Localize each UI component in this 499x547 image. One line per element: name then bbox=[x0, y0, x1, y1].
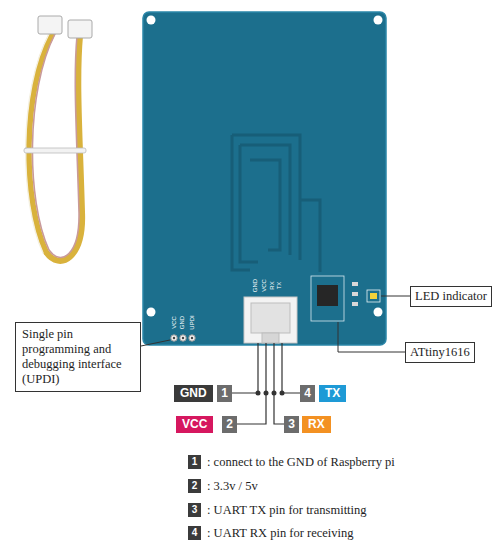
box-text: RX bbox=[308, 416, 325, 433]
pin-description: : UART TX pin for transmitting bbox=[207, 503, 367, 518]
pin-description: : 3.3v / 5v bbox=[207, 479, 258, 494]
led bbox=[367, 290, 380, 302]
pcb bbox=[143, 12, 386, 345]
plug bbox=[38, 16, 62, 34]
silkscreen-text: UPDI bbox=[189, 315, 196, 329]
leader-line bbox=[141, 340, 170, 346]
box-text: 2 bbox=[226, 416, 233, 433]
box-text: 3 bbox=[288, 416, 295, 433]
cable-plugs bbox=[38, 16, 92, 38]
box-text: 4 bbox=[304, 385, 311, 402]
pin-description: : connect to the GND of Raspberry pi bbox=[207, 455, 395, 470]
silkscreen-text: GND bbox=[180, 315, 187, 328]
grove-cable bbox=[24, 34, 86, 261]
attiny-chip bbox=[311, 276, 358, 321]
smd-part bbox=[352, 282, 358, 286]
connector-socket bbox=[251, 303, 290, 333]
leader-lines bbox=[141, 296, 410, 352]
list-number: 2 bbox=[188, 479, 201, 493]
pin-number: 3 bbox=[284, 416, 299, 433]
box-text: 1 bbox=[190, 455, 199, 469]
trace bbox=[300, 200, 320, 272]
box-text: ATtiny1616 bbox=[410, 345, 470, 360]
pad bbox=[171, 335, 177, 341]
box-text: 2 bbox=[190, 479, 199, 493]
cable-strand bbox=[29, 34, 82, 261]
box-text: GND bbox=[180, 385, 207, 402]
chip-body bbox=[317, 285, 338, 306]
hole bbox=[374, 16, 383, 25]
wire bbox=[282, 343, 300, 393]
updi-pads bbox=[171, 335, 195, 341]
pin-number: 1 bbox=[217, 385, 232, 402]
pin-number: 4 bbox=[300, 385, 315, 402]
wire bbox=[237, 343, 266, 424]
pin-name: GND bbox=[174, 385, 213, 402]
pad-hole bbox=[173, 337, 175, 339]
box-text: VCC bbox=[182, 416, 207, 433]
grove-connector bbox=[244, 297, 297, 343]
box-text: LED indicator bbox=[415, 289, 487, 304]
pin-number: 2 bbox=[222, 416, 237, 433]
pad bbox=[180, 335, 186, 341]
mount-holes bbox=[147, 16, 383, 317]
cable-strand bbox=[32, 34, 79, 257]
box-text: Single pin programming and debugging int… bbox=[22, 327, 134, 387]
antenna-traces bbox=[232, 135, 320, 272]
callout-box: Single pin programming and debugging int… bbox=[15, 322, 141, 392]
silkscreen-text: GND bbox=[253, 278, 260, 291]
box-text: TX bbox=[325, 385, 340, 402]
list-number: 4 bbox=[188, 526, 201, 540]
led-body bbox=[370, 293, 377, 299]
pin-name: VCC bbox=[176, 416, 213, 433]
pad bbox=[189, 335, 195, 341]
wire-dot bbox=[264, 391, 269, 396]
silkscreen-text: VCC bbox=[170, 316, 177, 329]
callout-box: LED indicator bbox=[410, 286, 492, 307]
box-text: 4 bbox=[190, 526, 199, 540]
pad-hole bbox=[191, 337, 193, 339]
hole bbox=[147, 308, 156, 317]
pin-wires bbox=[232, 343, 300, 424]
wire-dots bbox=[256, 391, 285, 396]
callout-box: ATtiny1616 bbox=[405, 342, 475, 363]
chip-outline bbox=[311, 276, 344, 321]
trace bbox=[240, 145, 290, 255]
leader-line bbox=[381, 296, 410, 297]
cable-tie bbox=[24, 148, 86, 153]
smd-part bbox=[352, 292, 358, 296]
silkscreen-text: TX bbox=[276, 281, 283, 289]
silkscreen-text: RX bbox=[269, 281, 276, 289]
leader-line bbox=[338, 322, 405, 352]
trace bbox=[250, 160, 280, 250]
wire bbox=[232, 343, 258, 393]
pad-hole bbox=[182, 337, 184, 339]
smd-part bbox=[352, 302, 358, 306]
trace bbox=[240, 145, 258, 262]
wire-dot bbox=[272, 391, 277, 396]
box-text: 1 bbox=[221, 385, 228, 402]
list-number: 1 bbox=[188, 455, 201, 469]
pin-name: RX bbox=[302, 416, 331, 433]
list-number: 3 bbox=[188, 503, 201, 517]
box-text: 3 bbox=[190, 503, 199, 517]
connector-body bbox=[244, 297, 297, 343]
pin-description: : UART RX pin for receiving bbox=[207, 526, 354, 541]
connector-latch bbox=[262, 333, 279, 343]
wire-dot bbox=[256, 391, 261, 396]
led-outline bbox=[367, 290, 380, 302]
hole bbox=[374, 308, 383, 317]
pin-name: TX bbox=[319, 385, 346, 402]
hole bbox=[147, 16, 156, 25]
plug bbox=[68, 20, 92, 38]
cable-strand bbox=[26, 34, 49, 253]
silkscreen-text: VCC bbox=[260, 279, 267, 292]
wire-dot bbox=[280, 391, 285, 396]
trace bbox=[232, 135, 300, 260]
